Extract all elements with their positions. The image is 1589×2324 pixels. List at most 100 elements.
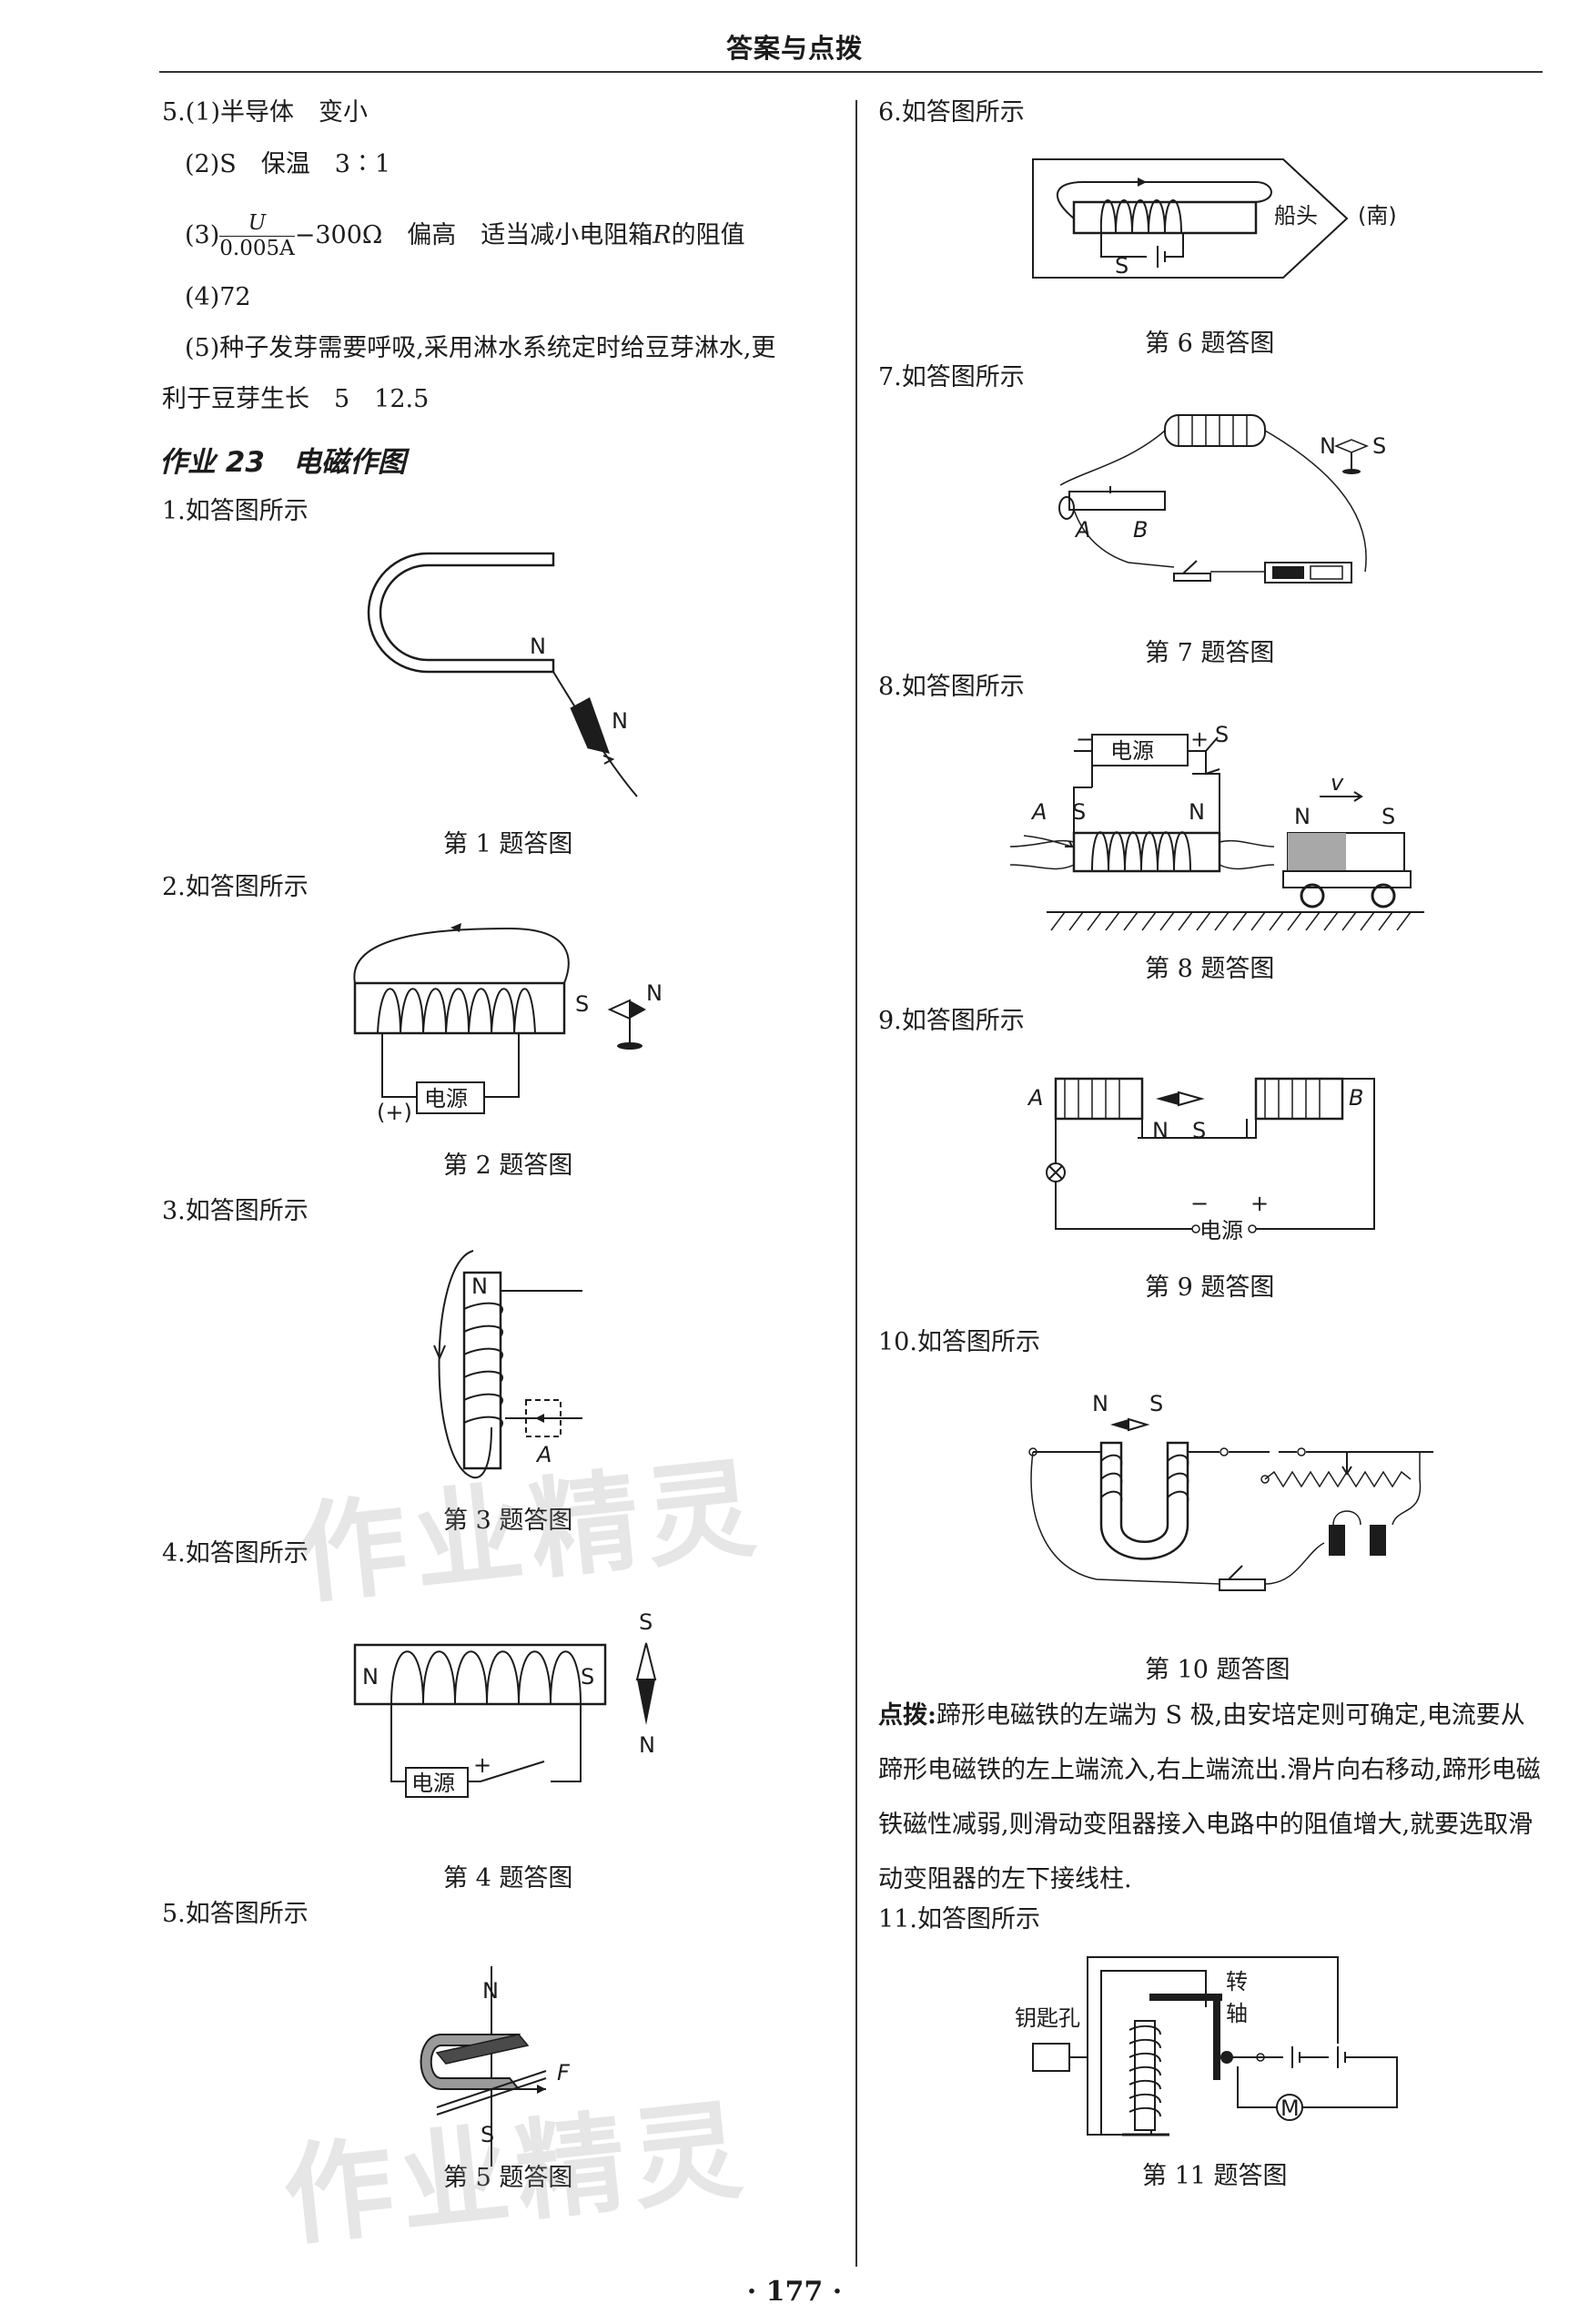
q9-label-plus: + <box>1250 1191 1269 1216</box>
q3-label-a: A <box>535 1442 552 1467</box>
q6-text: 6.如答图所示 <box>878 98 1025 127</box>
q5-line3-rest: −300Ω 偏高 适当减小电阻箱 <box>294 221 653 249</box>
q8-label-power: 电源 <box>1110 738 1154 764</box>
q3-diagram: N A <box>433 1250 582 1479</box>
q6-label-south: (南) <box>1358 203 1397 228</box>
q9-label-minus: − <box>1190 1191 1209 1216</box>
q8-diagram: 电源 − + S A S N N S v <box>1009 722 1424 931</box>
q6-caption: 第 6 题答图 <box>1145 330 1275 358</box>
q2-label-s: S <box>575 991 589 1017</box>
q9-label-power: 电源 <box>1199 1218 1243 1243</box>
q9-caption: 第 9 题答图 <box>1145 1274 1275 1302</box>
q7-label-a: A <box>1074 517 1090 543</box>
q7-caption: 第 7 题答图 <box>1145 639 1275 667</box>
q4-label-s: S <box>581 1664 594 1690</box>
q11-label-keyhole: 钥匙孔 <box>1015 2005 1080 2031</box>
q7-diagram: N S A B <box>1058 414 1386 584</box>
q9-label-n: N <box>1152 1118 1169 1143</box>
q9-label-s: S <box>1192 1118 1206 1143</box>
q4-label-n: N <box>362 1664 379 1690</box>
q2-label-n: N <box>646 980 663 1006</box>
q9-diagram: A B N S 电源 − + <box>1027 1077 1375 1243</box>
q11-diagram: 钥匙孔 转 轴 M <box>1015 1956 1398 2136</box>
q11-caption: 第 11 题答图 <box>1142 2162 1288 2190</box>
q10-label-s: S <box>1149 1391 1163 1416</box>
q8-label-v: v <box>1331 770 1344 796</box>
q8-label-coil-s: S <box>1072 799 1086 825</box>
section-title: 作业 23 电磁作图 <box>159 446 406 479</box>
fraction-numerator: U <box>219 211 295 237</box>
q4-diagram: N S 电源 + S N <box>353 1609 657 1798</box>
hint-paragraph: 点拨:蹄形电磁铁的左端为 S 极,由安培定则可确定,电流要从蹄形电磁铁的左上端流… <box>878 1689 1547 1907</box>
q7-text: 7.如答图所示 <box>878 363 1025 391</box>
q10-caption: 第 10 题答图 <box>1145 1656 1290 1684</box>
watermark-lower: 作业精灵 <box>278 2086 755 2262</box>
watermark-upper: 作业精灵 <box>291 1445 769 1620</box>
q1-diagram: N N <box>367 552 638 797</box>
q1-caption: 第 1 题答图 <box>443 830 573 858</box>
q8-label-minus: − <box>1076 726 1094 752</box>
q11-label-zhuan: 转 <box>1226 1969 1248 1994</box>
q5b-label-n: N <box>482 1978 499 2004</box>
q3-label-n: N <box>471 1274 488 1299</box>
q2-diagram: 电源 (+) S N <box>353 923 663 1125</box>
q5-line3-end: 的阻值 <box>671 221 745 249</box>
q2-text: 2.如答图所示 <box>162 873 309 901</box>
q5-line1: 5.(1)半导体 变小 <box>162 98 369 127</box>
q8-label-car-n: N <box>1294 804 1311 829</box>
fraction-denominator: 0.005A <box>219 237 295 260</box>
q4-caption: 第 4 题答图 <box>443 1864 573 1893</box>
q8-label-switch-s: S <box>1215 722 1229 747</box>
q5-line3-var: R <box>653 221 672 249</box>
q3-caption: 第 3 题答图 <box>443 1507 573 1535</box>
q6-label-bow: 船头 <box>1274 203 1318 228</box>
q7-label-n: N <box>1320 433 1336 459</box>
q4-text: 4.如答图所示 <box>162 1539 309 1568</box>
q1-label-n1: N <box>530 634 546 659</box>
q11-label-zhou: 轴 <box>1226 2001 1248 2026</box>
q5-line3-prefix: (3) <box>185 221 220 249</box>
q4-compass-s: S <box>639 1609 653 1635</box>
q9-text: 9.如答图所示 <box>878 1007 1025 1035</box>
q4-label-power: 电源 <box>411 1771 455 1796</box>
q4-compass-n: N <box>639 1732 655 1758</box>
q5b-label-f: F <box>557 2060 571 2086</box>
q8-label-plus: + <box>1190 726 1209 752</box>
q8-label-coil-n: N <box>1189 799 1205 825</box>
q5-line5a: (5)种子发芽需要呼吸,采用淋水系统定时给豆芽淋水,更 <box>185 334 776 362</box>
q5b-diagram: N S F <box>420 1966 571 2167</box>
q7-label-b: B <box>1133 517 1148 543</box>
q1-text: 1.如答图所示 <box>162 497 309 525</box>
q8-label-car-s: S <box>1382 804 1395 829</box>
q8-text: 8.如答图所示 <box>878 673 1025 701</box>
q5b-caption: 第 5 题答图 <box>443 2164 573 2192</box>
q10-label-n: N <box>1092 1391 1108 1416</box>
q11-text: 11.如答图所示 <box>878 1905 1040 1933</box>
header-rule <box>159 71 1543 73</box>
page-header: 答案与点拨 <box>725 33 863 64</box>
q7-label-s: S <box>1372 433 1386 459</box>
q9-label-b: B <box>1349 1085 1363 1111</box>
q8-caption: 第 8 题答图 <box>1145 955 1275 983</box>
q10-diagram: N S <box>1028 1391 1433 1591</box>
q8-label-a: A <box>1030 799 1047 825</box>
q5-line5b: 利于豆芽生长 5 12.5 <box>162 385 430 413</box>
q4-label-plus: + <box>473 1752 491 1778</box>
column-divider <box>855 100 857 2267</box>
q9-label-a: A <box>1027 1085 1043 1111</box>
q2-caption: 第 2 题答图 <box>443 1152 573 1180</box>
q5b-text: 5.如答图所示 <box>162 1900 309 1928</box>
q5-line4: (4)72 <box>185 283 251 311</box>
hint-label: 点拨: <box>878 1701 936 1730</box>
q1-label-n2: N <box>612 708 628 734</box>
q6-label-s: S <box>1115 253 1128 279</box>
q2-label-power: 电源 <box>424 1086 468 1111</box>
q11-label-motor: M <box>1280 2096 1300 2121</box>
q3-text: 3.如答图所示 <box>162 1197 309 1225</box>
q5b-label-s: S <box>481 2122 494 2147</box>
q5-line2: (2)S 保温 3∶1 <box>185 150 391 178</box>
hint-text: 蹄形电磁铁的左端为 S 极,由安培定则可确定,电流要从蹄形电磁铁的左上端流入,右… <box>878 1701 1541 1893</box>
q6-diagram: S 船头 (南) <box>1032 158 1397 279</box>
